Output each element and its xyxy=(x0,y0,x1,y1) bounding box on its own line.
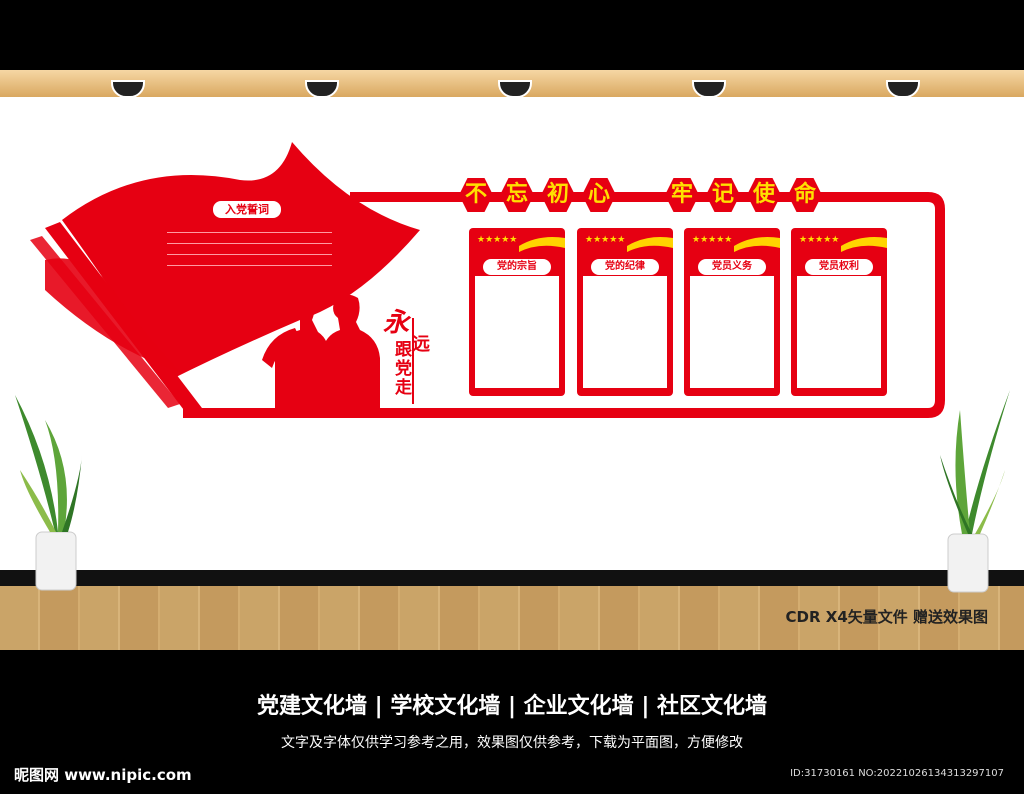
title-hex: 初 xyxy=(541,178,575,212)
panel-label: 党员义务 xyxy=(698,259,766,275)
panel-label: 党员权利 xyxy=(805,259,873,275)
plant-icon xyxy=(940,390,1010,593)
panel-content xyxy=(690,276,774,388)
title-hex: 心 xyxy=(582,178,616,212)
oath-label: 入党誓词 xyxy=(213,201,281,218)
image-id: ID:31730161 NO:20221026134313297107 xyxy=(790,768,1004,779)
footer-band xyxy=(0,650,1024,794)
title-hex: 命 xyxy=(788,178,822,212)
side-slogan-b: 远 xyxy=(412,334,430,355)
star-icon: ★★★★★ xyxy=(692,235,732,245)
oath-line xyxy=(167,243,332,244)
figure-silhouette xyxy=(322,294,380,410)
baseboard xyxy=(0,570,1024,586)
side-slogan-c: 跟党走 xyxy=(391,340,411,397)
file-format-note: CDR X4矢量文件 赠送效果图 xyxy=(785,608,988,626)
site-logo: 昵图网 www.nipic.com xyxy=(14,766,192,784)
flag-icon xyxy=(45,258,180,372)
panel-content xyxy=(583,276,667,388)
flag-icon xyxy=(62,142,420,380)
footer-disclaimer: 文字及字体仅供学习参考之用，效果图仅供参考，下载为平面图，方便修改 xyxy=(281,735,743,751)
side-slogan-a: 永 xyxy=(383,308,410,338)
panel-content xyxy=(475,276,559,388)
star-icon: ★★★★★ xyxy=(585,235,625,245)
title-hex: 记 xyxy=(706,178,740,212)
panel-wave: ★★★★★ xyxy=(585,235,673,252)
panel-wave: ★★★★★ xyxy=(477,235,565,252)
plant-icon xyxy=(15,395,82,591)
board-panel: ★★★★★ 党员权利 xyxy=(791,228,887,396)
panel-label: 党的宗旨 xyxy=(483,259,551,275)
oath-line xyxy=(167,232,332,233)
oath-line xyxy=(167,254,332,255)
slogan-divider xyxy=(412,318,414,404)
panel-label: 党的纪律 xyxy=(591,259,659,275)
panel-wave: ★★★★★ xyxy=(692,235,780,252)
footer-categories: 党建文化墙 | 学校文化墙 | 企业文化墙 | 社区文化墙 xyxy=(256,694,768,719)
title-hex: 牢 xyxy=(665,178,699,212)
figure-silhouette xyxy=(275,294,330,410)
wood-floor xyxy=(0,586,1024,650)
board-panel: ★★★★★ 党的宗旨 xyxy=(469,228,565,396)
board-panel: ★★★★★ 党的纪律 xyxy=(577,228,673,396)
board-panel: ★★★★★ 党员义务 xyxy=(684,228,780,396)
panel-wave: ★★★★★ xyxy=(799,235,887,252)
title-hex: 使 xyxy=(747,178,781,212)
star-icon: ★★★★★ xyxy=(799,235,839,245)
oath-line xyxy=(167,265,332,266)
star-icon: ★★★★★ xyxy=(477,235,517,245)
panel-content xyxy=(797,276,881,388)
